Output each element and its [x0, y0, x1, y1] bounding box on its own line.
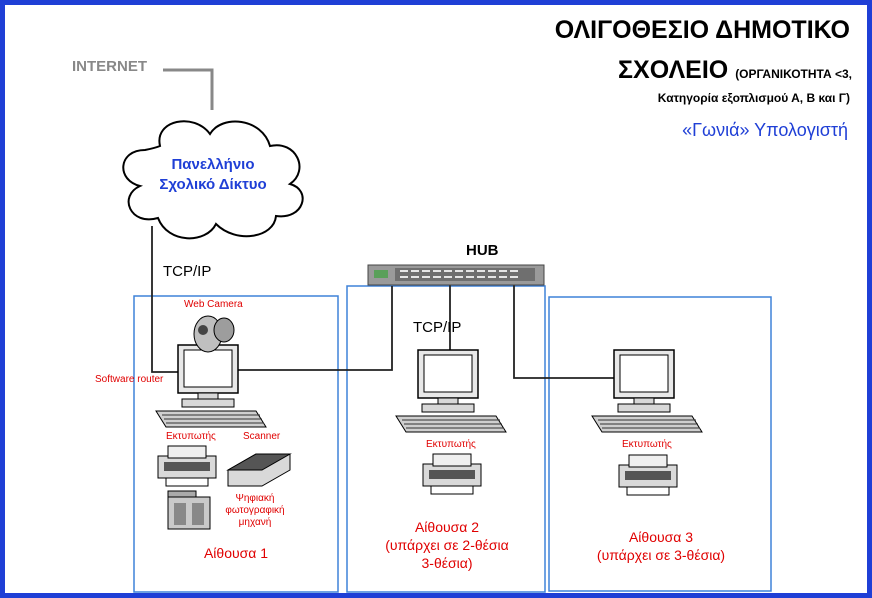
- cloud-label: Πανελλήνιο Σχολικό Δίκτυο: [138, 155, 288, 195]
- cloud-label-line-2: Σχολικό Δίκτυο: [159, 176, 267, 193]
- scanner-icon: [226, 453, 292, 487]
- web-camera-label: Web Camera: [184, 299, 243, 310]
- title-line-1: ΟΛΙΓΟΘΕΣΙΟ ΔΗΜΟΤΙΚΟ: [554, 16, 850, 44]
- printer-icon: [157, 445, 217, 487]
- printer-label-room-1: Εκτυπωτής: [166, 431, 216, 442]
- tcp-ip-label-middle: TCP/IP: [413, 319, 462, 336]
- computer-icon: [591, 349, 703, 433]
- room-2-label-line-2: (υπάρχει σε 2-θέσια: [385, 537, 509, 553]
- room-3-label-line-2: (υπάρχει σε 3-θέσια): [596, 547, 726, 563]
- title-line-2: ΣΧΟΛΕΙΟ (ΟΡΓΑΝΙΚΟΤΗΤΑ <3,: [618, 56, 852, 85]
- hub-device: [367, 264, 545, 286]
- digital-camera-label-line-2: φωτογραφική: [225, 505, 285, 516]
- printer-label-room-3: Εκτυπωτής: [622, 439, 672, 450]
- internet-label: INTERNET: [72, 58, 147, 75]
- room-2-label-line-3: 3-θέσια): [421, 555, 473, 571]
- digital-camera-icon: [167, 490, 211, 530]
- computer-icon: [395, 349, 507, 433]
- room-1-box: [133, 295, 339, 593]
- room-3-box: [548, 296, 772, 592]
- web-camera-icon: [193, 315, 235, 353]
- subtitle: «Γωνιά» Υπολογιστή: [682, 120, 848, 140]
- cable-cloud-to-pc1: [151, 226, 178, 373]
- internet-line: [163, 68, 214, 110]
- room-2-box: [346, 285, 546, 593]
- room-3-label: Αίθουσα 3 (υπάρχει σε 3-θέσια): [551, 528, 771, 564]
- digital-camera-label-line-3: μηχανή: [238, 517, 272, 528]
- title-school: ΣΧΟΛΕΙΟ: [618, 56, 729, 84]
- digital-camera-label-line-1: Ψηφιακή: [235, 493, 275, 504]
- room-3-label-line-1: Αίθουσα 3: [628, 529, 694, 545]
- digital-camera-label: Ψηφιακή φωτογραφική μηχανή: [225, 493, 285, 529]
- room-2-label-line-1: Αίθουσα 2: [414, 519, 480, 535]
- software-router-label: Software router: [95, 374, 164, 385]
- scanner-label: Scanner: [243, 431, 281, 442]
- computer-icon: [155, 344, 267, 428]
- printer-icon: [422, 453, 482, 495]
- room-2-label: Αίθουσα 2 (υπάρχει σε 2-θέσια 3-θέσια): [349, 518, 545, 572]
- title-organikotita: (ΟΡΓΑΝΙΚΟΤΗΤΑ <3,: [735, 67, 852, 81]
- cable-pc1-to-hub: [236, 286, 393, 371]
- hub-label: HUB: [466, 242, 499, 259]
- cable-hub-to-pc3: [513, 284, 614, 379]
- printer-icon: [618, 454, 678, 496]
- tcp-ip-label-left: TCP/IP: [163, 263, 212, 280]
- printer-label-room-2: Εκτυπωτής: [426, 439, 476, 450]
- title-line-3: Κατηγορία εξοπλισμού Α, Β και Γ): [657, 91, 850, 105]
- cloud-label-line-1: Πανελλήνιο: [171, 156, 255, 173]
- school-network-cloud: [122, 120, 304, 240]
- room-1-label: Αίθουσα 1: [203, 545, 269, 561]
